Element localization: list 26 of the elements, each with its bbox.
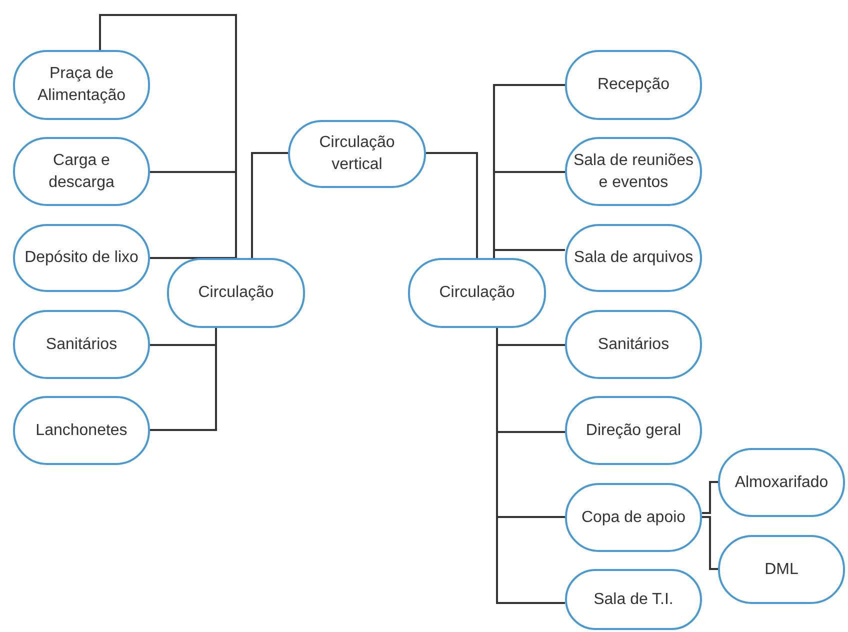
- connector-line: [702, 481, 718, 514]
- node-label: DML: [764, 560, 798, 580]
- connector-line: [251, 152, 288, 258]
- node-label: Circulação vertical: [318, 133, 396, 175]
- node-label: Direção geral: [586, 420, 682, 440]
- node-label: Sanitários: [46, 334, 118, 354]
- node-label: Almoxarifado: [734, 472, 828, 492]
- node-label: Depósito de lixo: [24, 248, 138, 268]
- connector-line: [426, 152, 478, 258]
- node-label: Sanitários: [598, 334, 670, 354]
- connector-line: [702, 516, 718, 570]
- connector-line: [150, 257, 236, 259]
- connector-line: [493, 249, 565, 258]
- connector-line: [496, 328, 565, 604]
- node-label: Copa de apoio: [581, 508, 686, 528]
- node-label: Praça de Alimentação: [36, 64, 127, 106]
- node-label: Sala de arquivos: [574, 248, 694, 268]
- node-label: Recepção: [597, 75, 670, 95]
- node-label: Sala de reuniões e eventos: [572, 150, 695, 192]
- node-label: Sala de T.I.: [594, 590, 674, 610]
- node-label: Circulação: [439, 283, 515, 303]
- node-label: Carga e descarga: [48, 150, 116, 192]
- connector-line: [150, 171, 237, 258]
- connector-line: [150, 328, 217, 431]
- node-label: Lanchonetes: [36, 420, 128, 440]
- node-label: Circulação: [198, 283, 274, 303]
